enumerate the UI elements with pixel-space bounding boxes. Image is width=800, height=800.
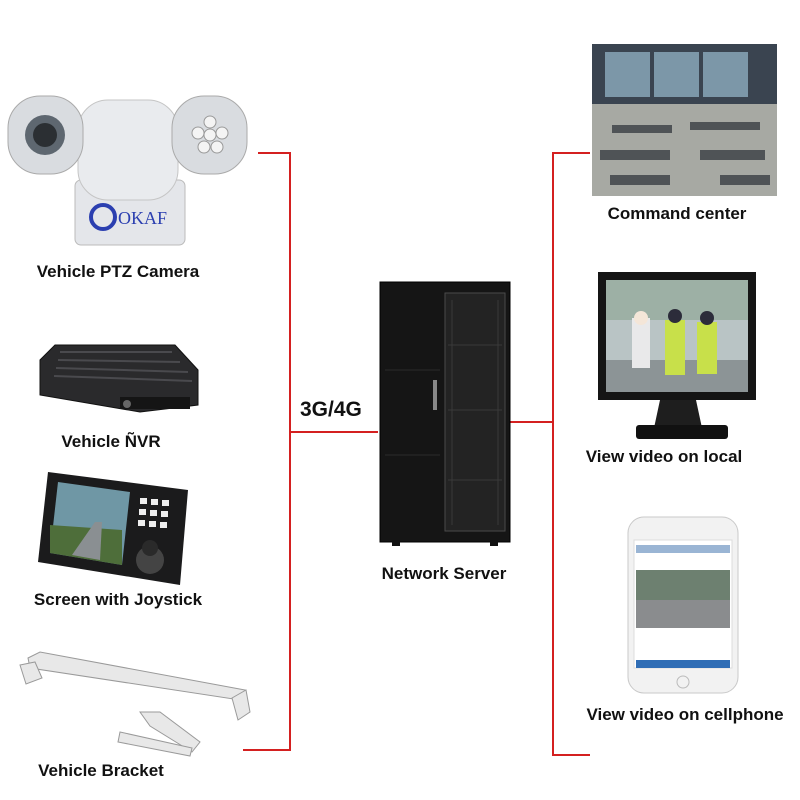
- okaf-logo: OKAF: [118, 208, 167, 228]
- link-label-3g4g: 3G/4G: [300, 398, 362, 422]
- label-vehicle-nvr: Vehicle ÑVR: [61, 432, 160, 452]
- label-view-video-local: View video on local: [586, 447, 743, 467]
- right-bus-line: [553, 153, 590, 755]
- label-vehicle-bracket: Vehicle Bracket: [38, 761, 164, 781]
- label-screen-with-joystick: Screen with Joystick: [34, 590, 202, 610]
- bracket-image: [20, 652, 250, 756]
- label-view-video-cellphone: View video on cellphone: [586, 705, 783, 725]
- monitor-joystick-image: [38, 472, 188, 585]
- left-bus-line: [243, 153, 290, 750]
- label-command-center: Command center: [608, 204, 747, 224]
- label-vehicle-ptz-camera: Vehicle PTZ Camera: [37, 262, 200, 282]
- local-monitor-image: [598, 272, 756, 439]
- nvr-image: [40, 345, 198, 412]
- label-network-server: Network Server: [382, 564, 507, 584]
- cellphone-image: [628, 517, 738, 693]
- server-rack-image: [380, 282, 510, 546]
- command-center-image: [592, 44, 777, 196]
- ptz-camera-image: OKAF: [8, 96, 247, 245]
